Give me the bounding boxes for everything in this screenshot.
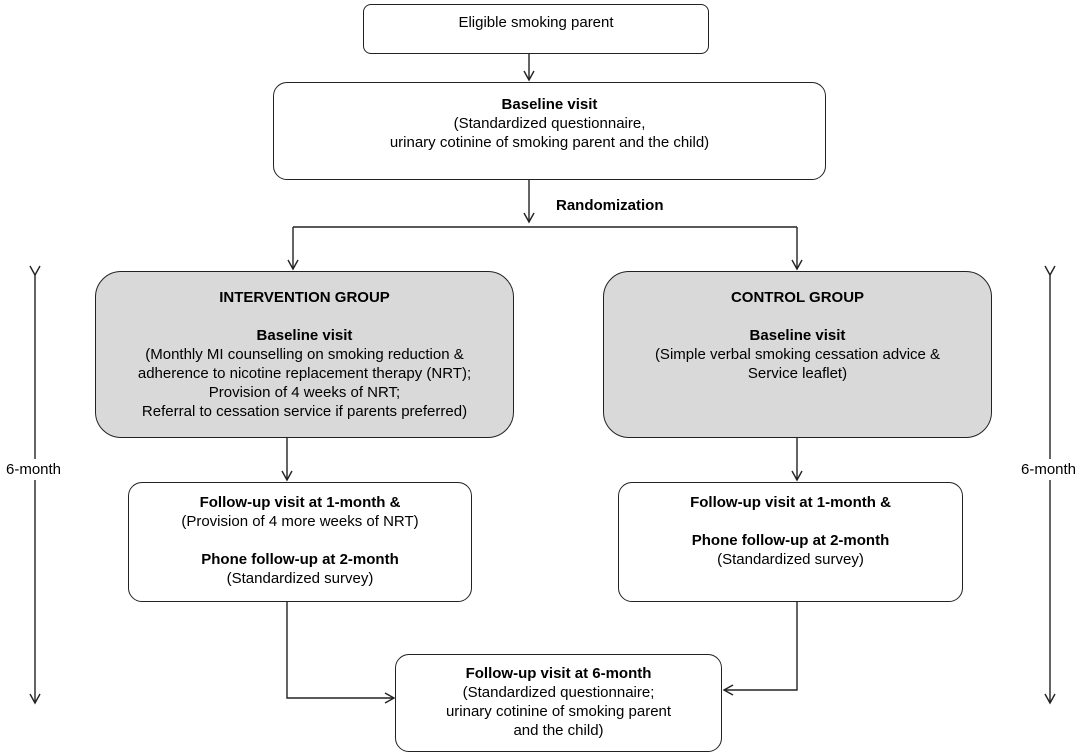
control-followup-2month-title: Phone follow-up at 2-month <box>691 532 890 549</box>
intervention-detail-line: adherence to nicotine replacement therap… <box>137 365 472 382</box>
baseline-visit-box: Baseline visit (Standardized questionnai… <box>273 82 826 180</box>
final-followup-box: Follow-up visit at 6-month (Standardized… <box>395 654 722 752</box>
control-followup-box: Follow-up visit at 1-month & Phone follo… <box>618 482 963 602</box>
control-followup-1month-title: Follow-up visit at 1-month & <box>690 494 891 511</box>
final-followup-line: urinary cotinine of smoking parent <box>445 703 672 720</box>
eligible-parent-box: Eligible smoking parent <box>363 4 709 54</box>
randomization-label: Randomization <box>556 197 664 214</box>
intervention-followup-1month-title: Follow-up visit at 1-month & <box>199 494 401 511</box>
intervention-followup-2month-detail: (Standardized survey) <box>226 570 374 587</box>
final-followup-line: (Standardized questionnaire; <box>462 684 655 701</box>
intervention-group-heading: INTERVENTION GROUP <box>219 289 390 306</box>
intervention-baseline-title: Baseline visit <box>256 327 353 344</box>
final-followup-title: Follow-up visit at 6-month <box>465 665 652 682</box>
arrow-intervention-followup-to-final <box>286 602 396 704</box>
intervention-followup-box: Follow-up visit at 1-month & (Provision … <box>128 482 472 602</box>
baseline-visit-line: urinary cotinine of smoking parent and t… <box>389 134 710 151</box>
final-followup-line: and the child) <box>513 722 604 739</box>
eligible-parent-text: Eligible smoking parent <box>458 14 614 31</box>
arrow-control-followup-to-final <box>722 602 798 696</box>
intervention-followup-2month-title: Phone follow-up at 2-month <box>201 551 399 568</box>
intervention-group-box: INTERVENTION GROUP Baseline visit (Month… <box>95 271 514 438</box>
control-detail-line: Service leaflet) <box>747 365 848 382</box>
intervention-followup-1month-detail: (Provision of 4 more weeks of NRT) <box>181 513 419 530</box>
baseline-visit-title: Baseline visit <box>501 96 598 113</box>
duration-label-right: 6-month <box>1021 459 1077 480</box>
intervention-detail-line: Referral to cessation service if parents… <box>141 403 468 420</box>
control-detail-line: (Simple verbal smoking cessation advice … <box>654 346 941 363</box>
control-group-box: CONTROL GROUP Baseline visit (Simple ver… <box>603 271 992 438</box>
baseline-visit-line: (Standardized questionnaire, <box>453 115 646 132</box>
control-followup-2month-detail: (Standardized survey) <box>717 551 864 568</box>
intervention-detail-line: Provision of 4 weeks of NRT; <box>208 384 401 401</box>
duration-label-left: 6-month <box>6 459 62 480</box>
intervention-detail-line: (Monthly MI counselling on smoking reduc… <box>145 346 464 363</box>
control-baseline-title: Baseline visit <box>749 327 846 344</box>
control-group-heading: CONTROL GROUP <box>730 289 865 306</box>
